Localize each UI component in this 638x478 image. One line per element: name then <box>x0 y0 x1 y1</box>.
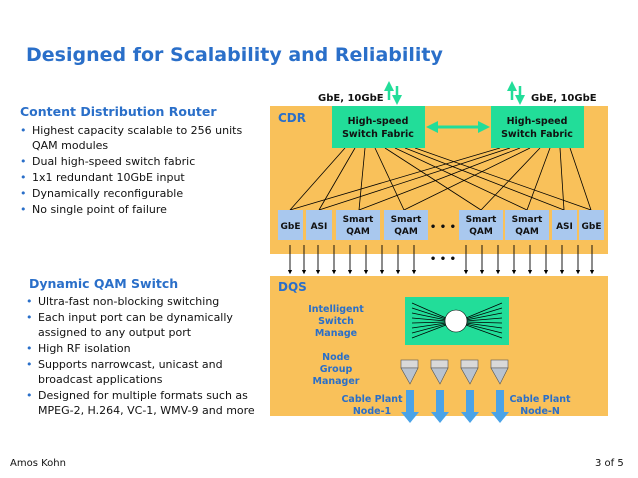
fabric-interconnect-lines <box>289 147 592 211</box>
node-group-line1: Node <box>322 352 350 363</box>
fabric-left-line1: High-speed <box>348 116 409 127</box>
combiner-icon <box>400 359 419 385</box>
list-item: 1x1 redundant 10GbE input <box>20 170 265 185</box>
list-item: Dynamically reconfigurable <box>20 186 265 201</box>
list-item: Highest capacity scalable to 256 units Q… <box>20 123 265 153</box>
port-label: Smart <box>466 215 497 225</box>
port-ellipsis: • • • <box>430 222 456 233</box>
port-label: GbE <box>582 222 602 232</box>
cdr-bullet-list: Highest capacity scalable to 256 units Q… <box>20 123 265 218</box>
port-smart-qam-4 <box>505 210 549 240</box>
output-arrow <box>491 390 509 423</box>
list-item: No single point of failure <box>20 202 265 217</box>
port-label: GbE <box>281 222 301 232</box>
port-label: QAM <box>469 227 493 237</box>
intelligent-switch-line2: Switch <box>318 316 354 327</box>
port-label: Smart <box>512 215 543 225</box>
switch-fabric-right <box>491 106 584 148</box>
input-arrows-left <box>384 81 402 105</box>
cable-right-line2: Node-N <box>520 406 560 417</box>
port-smart-qam-3 <box>459 210 503 240</box>
output-arrow <box>401 390 419 423</box>
input-label-right: GbE, 10GbE <box>531 93 597 104</box>
mid-ellipsis: • • • <box>430 254 456 265</box>
port-label: ASI <box>311 222 328 232</box>
page-number: 3 of 5 <box>595 458 624 469</box>
dqs-section-heading: Dynamic QAM Switch <box>29 276 179 291</box>
list-item: Each input port can be dynamically assig… <box>26 310 276 340</box>
port-gbe-left <box>278 210 303 240</box>
combiner-icon <box>490 359 509 385</box>
combiner-icon <box>430 359 449 385</box>
footer-author: Amos Kohn <box>10 458 66 469</box>
list-item: Dual high-speed switch fabric <box>20 154 265 169</box>
cable-output-arrows <box>401 390 509 423</box>
fabric-left-line2: Switch Fabric <box>342 129 414 140</box>
port-label: Smart <box>391 215 422 225</box>
intelligent-switch-line1: Intelligent <box>308 304 364 315</box>
port-label: ASI <box>556 222 573 232</box>
input-arrows-right <box>507 81 525 105</box>
list-item: High RF isolation <box>26 341 276 356</box>
fabric-right-line2: Switch Fabric <box>501 129 573 140</box>
output-arrow <box>461 390 479 423</box>
port-row: GbE ASI Smart QAM Smart QAM • • • Smart … <box>278 210 604 240</box>
port-label: QAM <box>394 227 418 237</box>
port-smart-qam-2 <box>384 210 428 240</box>
intelligent-switch-line3: Manage <box>315 328 357 339</box>
switch-matrix-icon <box>405 297 509 345</box>
dqs-label: DQS <box>278 280 307 294</box>
cdr-section-heading: Content Distribution Router <box>20 104 217 119</box>
port-asi-left <box>306 210 332 240</box>
node-group-line2: Group <box>320 364 353 375</box>
fabric-right-line1: High-speed <box>507 116 568 127</box>
port-asi-right <box>552 210 577 240</box>
output-arrow <box>431 390 449 423</box>
dqs-bullet-list: Ultra-fast non-blocking switching Each i… <box>26 294 276 419</box>
port-label: Smart <box>343 215 374 225</box>
port-label: QAM <box>346 227 370 237</box>
combiner-icon <box>460 359 479 385</box>
cdr-to-dqs-arrows <box>287 245 595 275</box>
list-item: Supports narrowcast, unicast and broadca… <box>26 357 276 387</box>
cable-left-line1: Cable Plant <box>341 394 403 405</box>
switch-fabric-left <box>332 106 425 148</box>
port-smart-qam-1 <box>336 210 380 240</box>
cable-left-line2: Node-1 <box>353 406 391 417</box>
cable-right-line1: Cable Plant <box>509 394 571 405</box>
combiner-icons <box>400 359 509 385</box>
input-label-left: GbE, 10GbE <box>318 93 384 104</box>
cdr-label: CDR <box>278 111 306 125</box>
page-title: Designed for Scalability and Reliability <box>26 44 443 66</box>
list-item: Ultra-fast non-blocking switching <box>26 294 276 309</box>
list-item: Designed for multiple formats such as MP… <box>26 388 276 418</box>
node-group-line3: Manager <box>313 376 360 387</box>
port-gbe-right <box>579 210 604 240</box>
port-label: QAM <box>515 227 539 237</box>
